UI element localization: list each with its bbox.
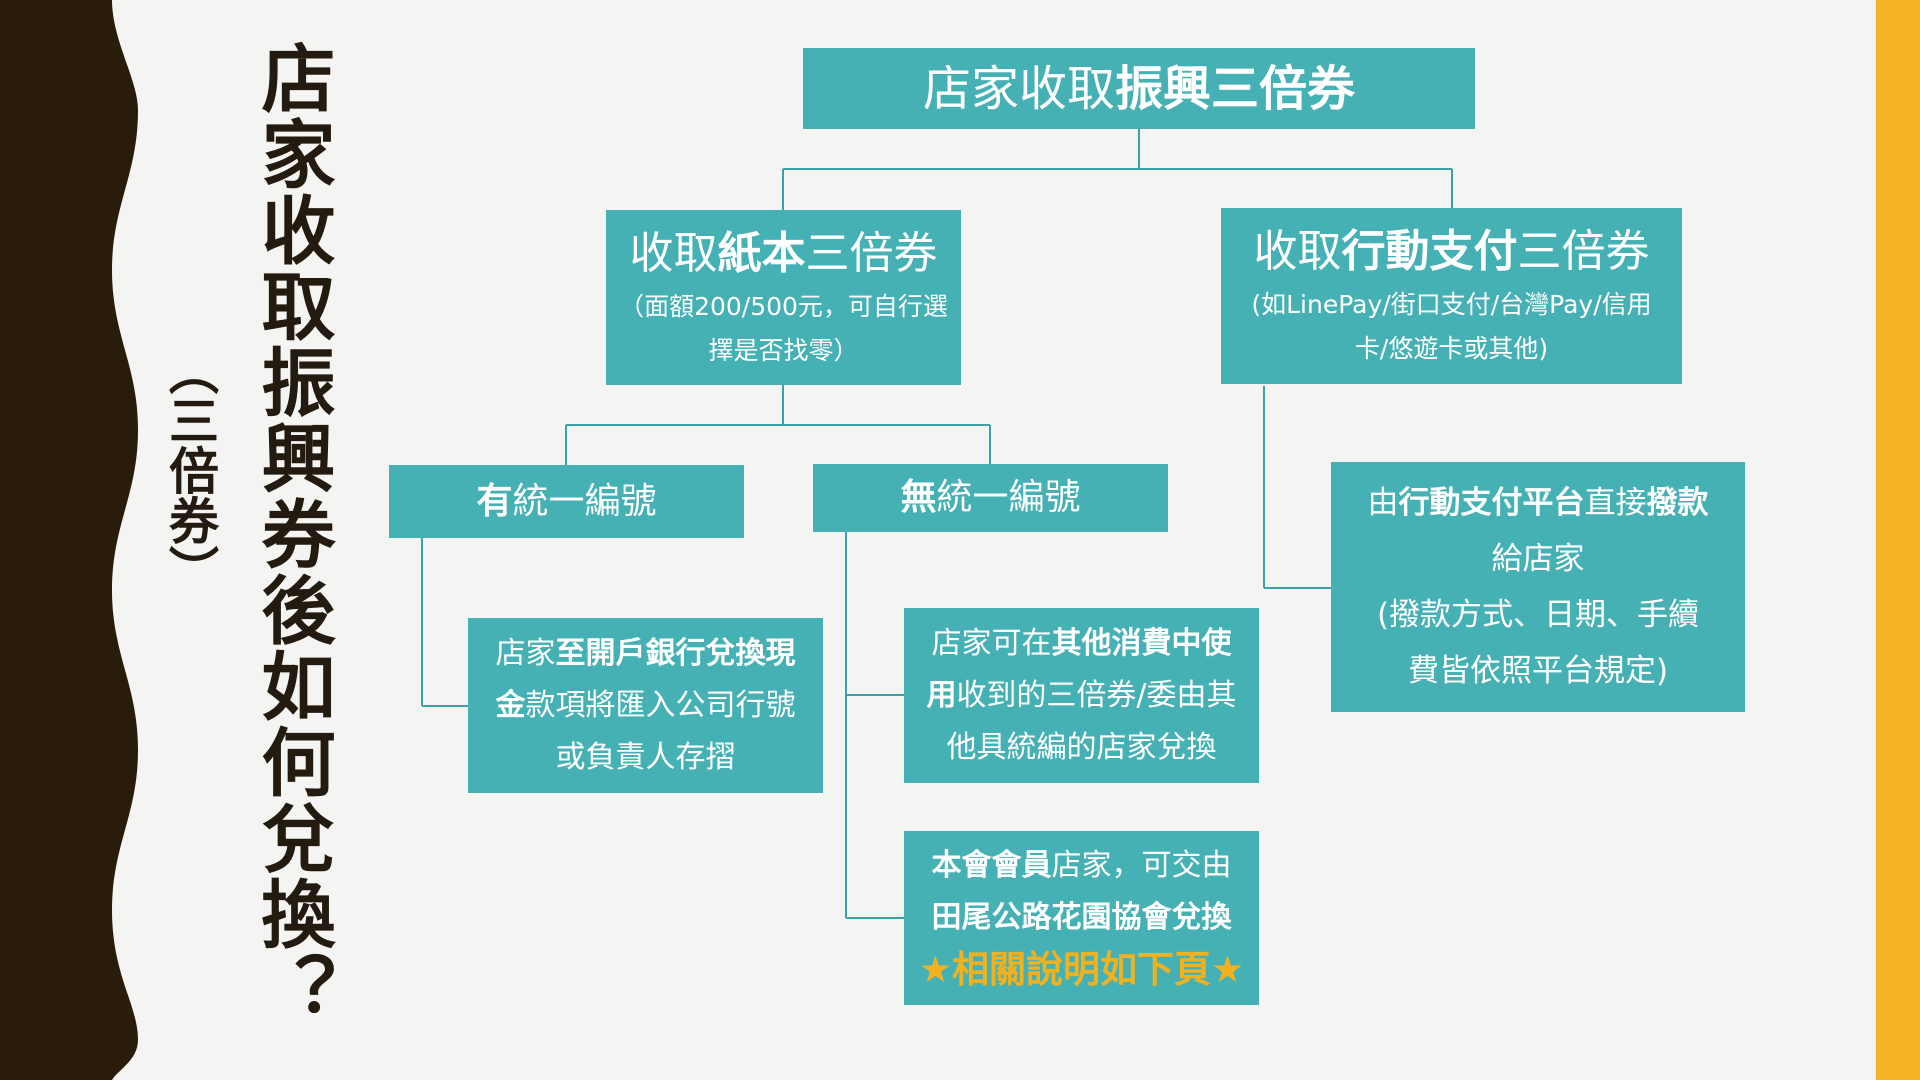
node-no-tax-id: 無統一編號 — [813, 464, 1168, 532]
decorative-wave-band — [0, 0, 138, 1080]
node-other-store-exchange: 店家可在其他消費中使 用收到的三倍券/委由其 他具統編的店家兌換 — [904, 608, 1259, 783]
node-root: 店家收取振興三倍券 — [803, 48, 1475, 129]
accent-bar — [1876, 0, 1920, 1080]
see-next-page-note: ★相關說明如下頁★ — [918, 948, 1245, 991]
node-bank-exchange: 店家至開戶銀行兌換現 金款項將匯入公司行號 或負責人存摺 — [468, 618, 823, 793]
node-has-tax-id: 有統一編號 — [389, 465, 744, 538]
node-platform-payout: 由行動支付平台直接撥款 給店家 (撥款方式、日期、手續 費皆依照平台規定) — [1331, 462, 1745, 712]
node-paper-voucher: 收取紙本三倍券 （面額200/500元，可自行選 擇是否找零） — [606, 210, 961, 385]
node-member-exchange: 本會會員店家，可交由 田尾公路花園協會兌換 ★相關說明如下頁★ — [904, 831, 1259, 1005]
page-title: 店家收取振興券後如何兌換？ — [249, 40, 335, 1028]
node-mobile-payment-voucher: 收取行動支付三倍券 (如LinePay/街口支付/台灣Pay/信用 卡/悠遊卡或… — [1221, 208, 1682, 384]
page-subtitle: （三倍券） — [161, 345, 220, 595]
